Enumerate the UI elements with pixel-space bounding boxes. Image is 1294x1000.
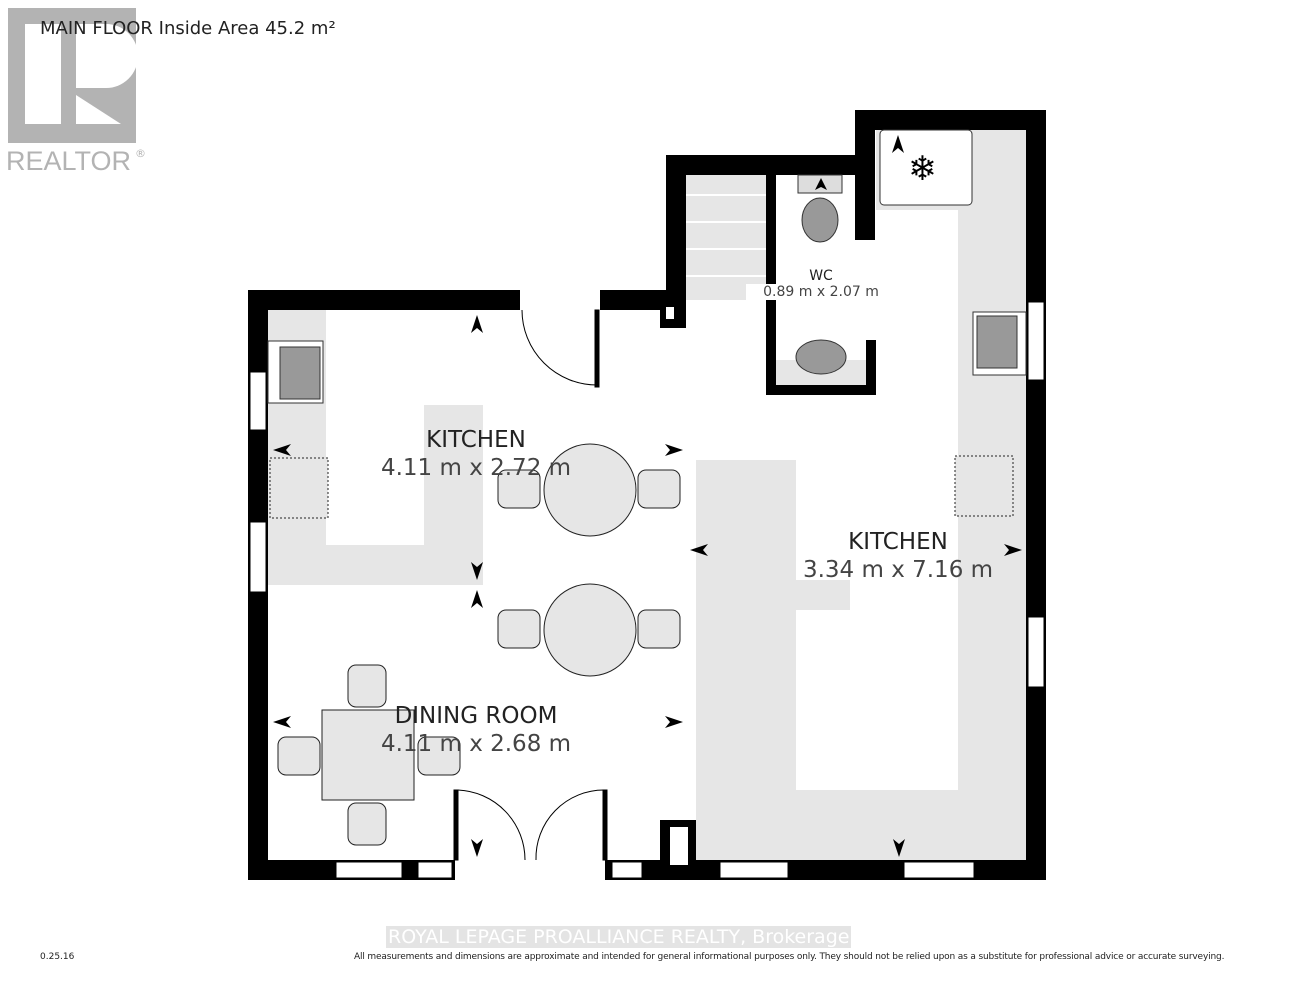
room-name: WC bbox=[809, 268, 833, 284]
room-name: DINING ROOM bbox=[394, 703, 558, 729]
svg-text:❄: ❄ bbox=[908, 149, 937, 189]
furniture bbox=[269, 443, 1014, 846]
room-dims: 0.89 m x 2.07 m bbox=[746, 284, 896, 300]
doors bbox=[453, 309, 608, 861]
room-label-dining: DINING ROOM 4.11 m x 2.68 m bbox=[356, 702, 596, 758]
windows bbox=[249, 301, 1045, 880]
room-label-kitchen-2: KITCHEN 3.34 m x 7.16 m bbox=[778, 528, 1018, 584]
room-dims: 4.11 m x 2.68 m bbox=[380, 731, 572, 757]
watermark: ROYAL LEPAGE PROALLIANCE REALTY, Brokera… bbox=[386, 926, 852, 948]
fixtures: ❄ bbox=[267, 129, 1027, 404]
disclaimer: All measurements and dimensions are appr… bbox=[354, 952, 1225, 962]
floor-title: MAIN FLOOR Inside Area 45.2 m² bbox=[40, 18, 336, 39]
realtor-logo: REALTOR ® bbox=[6, 8, 146, 176]
room-label-wc: WC 0.89 m x 2.07 m bbox=[746, 268, 896, 300]
stairs bbox=[686, 194, 766, 277]
svg-text:®: ® bbox=[135, 147, 146, 160]
version: 0.25.16 bbox=[40, 952, 75, 962]
room-dims: 4.11 m x 2.72 m bbox=[380, 455, 572, 481]
room-dims: 3.34 m x 7.16 m bbox=[802, 557, 994, 583]
room-name: KITCHEN bbox=[848, 529, 948, 555]
room-label-kitchen-1: KITCHEN 4.11 m x 2.72 m bbox=[356, 426, 596, 482]
dimension-arrows bbox=[273, 135, 1022, 857]
room-name: KITCHEN bbox=[426, 427, 526, 453]
svg-text:REALTOR: REALTOR bbox=[6, 146, 131, 176]
